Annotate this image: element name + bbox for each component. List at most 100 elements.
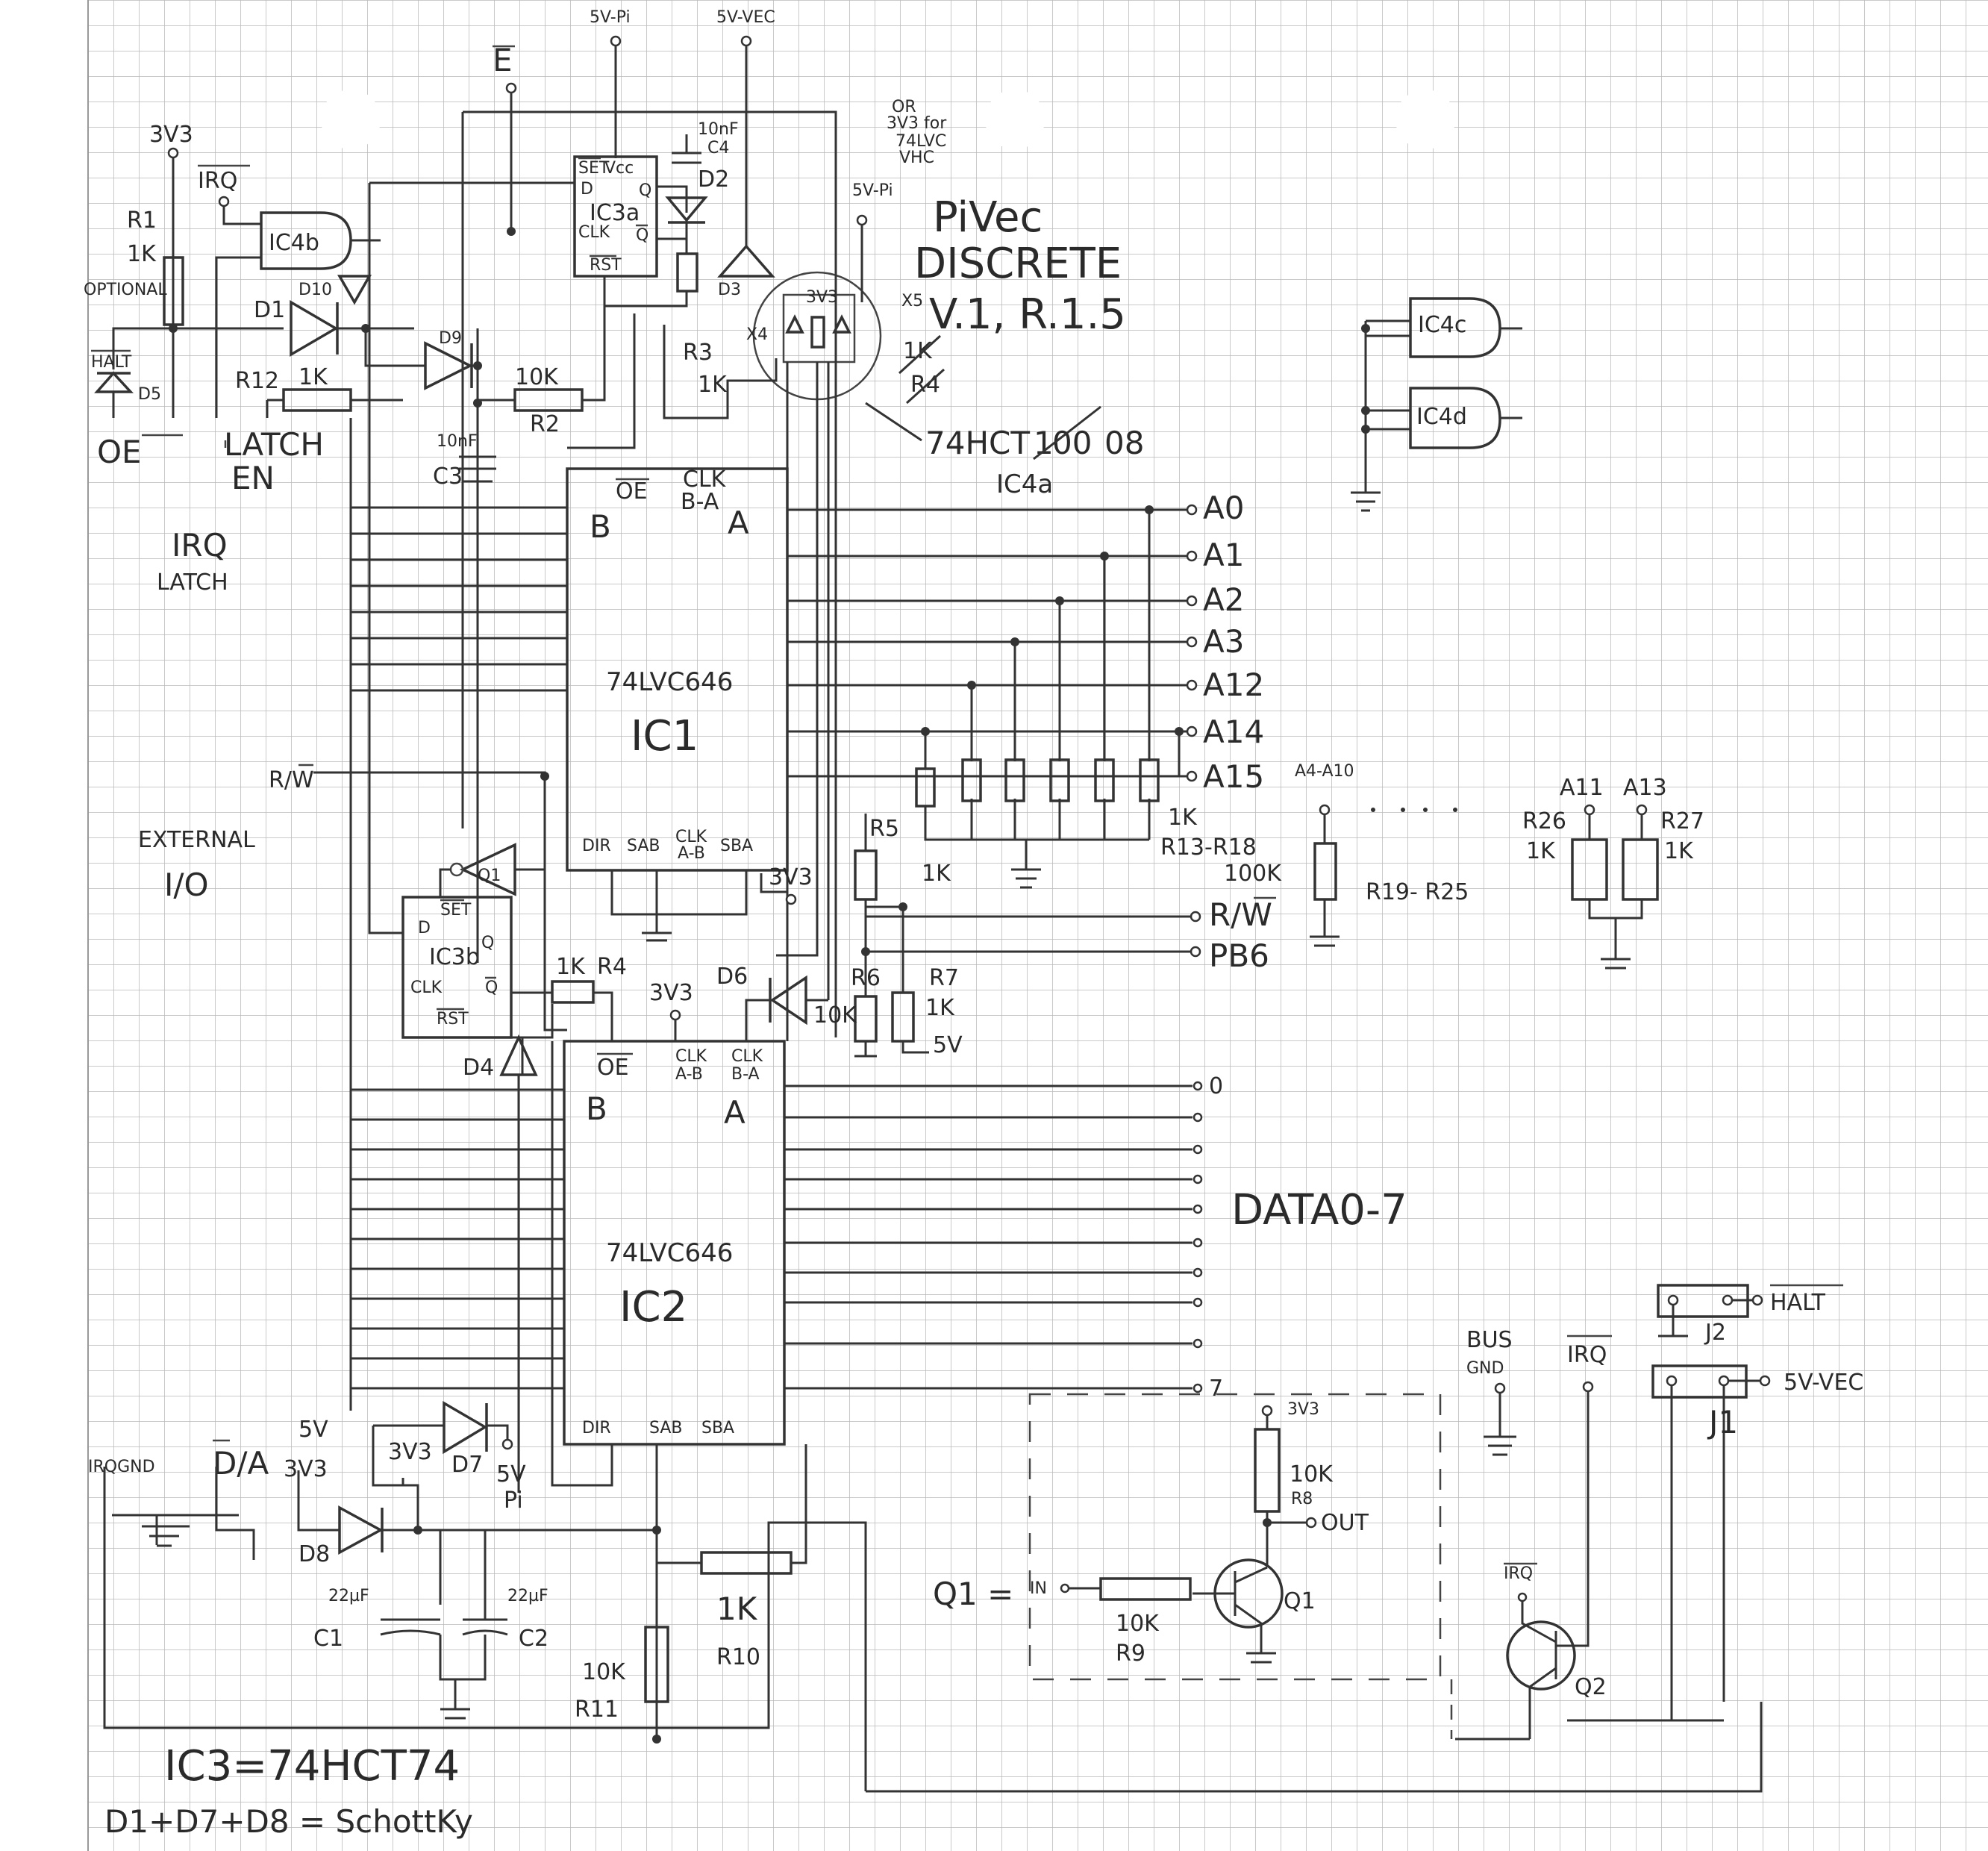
x4-label: X4	[746, 325, 768, 344]
r9-value: 10K	[1116, 1611, 1160, 1637]
q1-label: Q1	[478, 867, 501, 885]
bus-gnd-label: GND	[1466, 1359, 1504, 1378]
r26-label: R26	[1522, 808, 1566, 834]
r5-value: 1K	[922, 861, 951, 887]
d10-label: D10	[298, 281, 332, 299]
ic3a-qbar: Q	[636, 226, 648, 245]
addr-pin-a12: A12	[1203, 667, 1264, 703]
ic1-oe-label: OE	[616, 478, 648, 505]
left-irq-latch1: IRQ	[172, 527, 228, 564]
left-da: D/A	[213, 1445, 269, 1482]
r4x-value: 1K	[903, 338, 933, 364]
gates-part-new: 08	[1104, 425, 1144, 461]
left-irqgnd: IRQGND	[88, 1458, 155, 1476]
r4-label: R4	[597, 954, 627, 980]
ic3b-ref: IC3b	[429, 944, 480, 970]
ic2-clkba: CLK	[731, 1047, 763, 1066]
left-3v3: 3V3	[284, 1456, 328, 1482]
ic2-dir: DIR	[582, 1419, 611, 1438]
note-schottky: D1+D7+D8 = SchottKy	[104, 1803, 473, 1840]
rail-or-note2: 3V3 for	[887, 114, 947, 133]
bus-pin-pb6: PB6	[1209, 937, 1269, 974]
ic3a-rst: RST	[590, 256, 622, 275]
ic2-ba: B-A	[731, 1065, 760, 1084]
ic2-part: 74LVC646	[606, 1238, 733, 1268]
addr-pin-a0: A0	[1203, 490, 1244, 526]
ic2-b-label: B	[586, 1090, 607, 1127]
r7-value: 1K	[925, 995, 955, 1021]
address-pins	[1186, 504, 1198, 782]
addr-pin-a2: A2	[1203, 581, 1244, 618]
ic3b-qbar: Q	[485, 978, 498, 997]
data-bus	[784, 1084, 1193, 1390]
data-label: DATA0-7	[1231, 1186, 1407, 1234]
c4-label: C4	[707, 139, 729, 157]
q2-transistor	[1506, 1620, 1576, 1691]
r26-value: 1K	[1526, 838, 1556, 864]
r7-label: R7	[929, 965, 959, 991]
c2-label: C2	[519, 1626, 548, 1652]
r13-value: 1K	[1168, 805, 1198, 831]
c4-value: 10nF	[698, 120, 739, 139]
left-5v: 5V	[298, 1417, 328, 1443]
left-latch: LATCH	[224, 426, 324, 463]
note-ic3: IC3=74HCT74	[164, 1742, 460, 1791]
r3-value: 1K	[698, 372, 728, 398]
bus-pin-rw: R/W	[1209, 896, 1272, 933]
r9-label: R9	[1116, 1641, 1145, 1667]
gates-part-old2: 00	[1052, 425, 1092, 461]
j1-5v-vec: 5V-VEC	[1784, 1370, 1863, 1396]
d10-diode	[337, 275, 372, 305]
j2-label: J2	[1704, 1320, 1726, 1346]
r12-value: 1K	[298, 364, 328, 390]
punch-holes	[321, 90, 1455, 149]
bus-label: BUS	[1466, 1327, 1513, 1353]
d6-label: D6	[716, 964, 748, 990]
rail-or-note4: VHC	[899, 149, 934, 167]
ic4b-label: IC4b	[269, 230, 319, 256]
r6-value: 10K	[813, 1002, 857, 1028]
r8-value: 10K	[1290, 1461, 1334, 1488]
ic1-ab: A-B	[678, 844, 705, 863]
ic4a-3v3: 3V3	[806, 288, 838, 307]
title-line2: DISCRETE	[914, 240, 1122, 288]
bus-irq-label: IRQ	[1567, 1342, 1607, 1368]
q1-equals: Q1 =	[933, 1576, 1013, 1612]
r8-rail: 3V3	[1287, 1400, 1319, 1419]
left-en: EN	[231, 460, 275, 496]
rail-5v-pi: 5V-Pi	[590, 8, 631, 27]
ic1-sab: SAB	[627, 837, 660, 855]
ic1-dir: DIR	[582, 837, 611, 855]
d3-diode	[717, 244, 775, 278]
ic4a-label: IC4a	[996, 469, 1053, 499]
optional-label: OPTIONAL	[84, 281, 167, 299]
r4-value: 1K	[556, 954, 586, 980]
ic1-sba: SBA	[720, 837, 753, 855]
left-irq-latch2: LATCH	[157, 569, 228, 596]
ic2-a-label: A	[724, 1094, 746, 1131]
j1-label: J1	[1707, 1404, 1738, 1440]
ic4b-gate	[260, 211, 352, 270]
r13-r18-pulls	[915, 510, 1181, 889]
gates-part: 74HCT	[925, 425, 1030, 461]
a13-label: A13	[1623, 775, 1667, 801]
c1-label: C1	[313, 1626, 343, 1652]
ic3b-rst: RST	[437, 1010, 469, 1028]
d3-label: D3	[718, 281, 741, 299]
left-external2: I/O	[164, 867, 209, 903]
ic1-b-bus	[313, 418, 567, 1411]
d1-label: D1	[254, 297, 285, 323]
rail-halt: HALT	[91, 353, 132, 372]
ic1-ba-label: B-A	[681, 489, 719, 515]
power-3v3: 3V3	[388, 1439, 432, 1465]
q2-label: Q2	[1575, 1674, 1607, 1700]
ic2-oe-label: OE	[597, 1055, 629, 1081]
ic4d-label: IC4d	[1416, 404, 1467, 430]
r10-value: 1K	[716, 1591, 758, 1627]
rail-or-note: OR	[892, 98, 916, 116]
r11-label: R11	[575, 1697, 619, 1723]
ic3b-clk: CLK	[410, 978, 443, 997]
ic3a-clk: CLK	[578, 223, 610, 242]
r2-value: 10K	[515, 364, 559, 390]
